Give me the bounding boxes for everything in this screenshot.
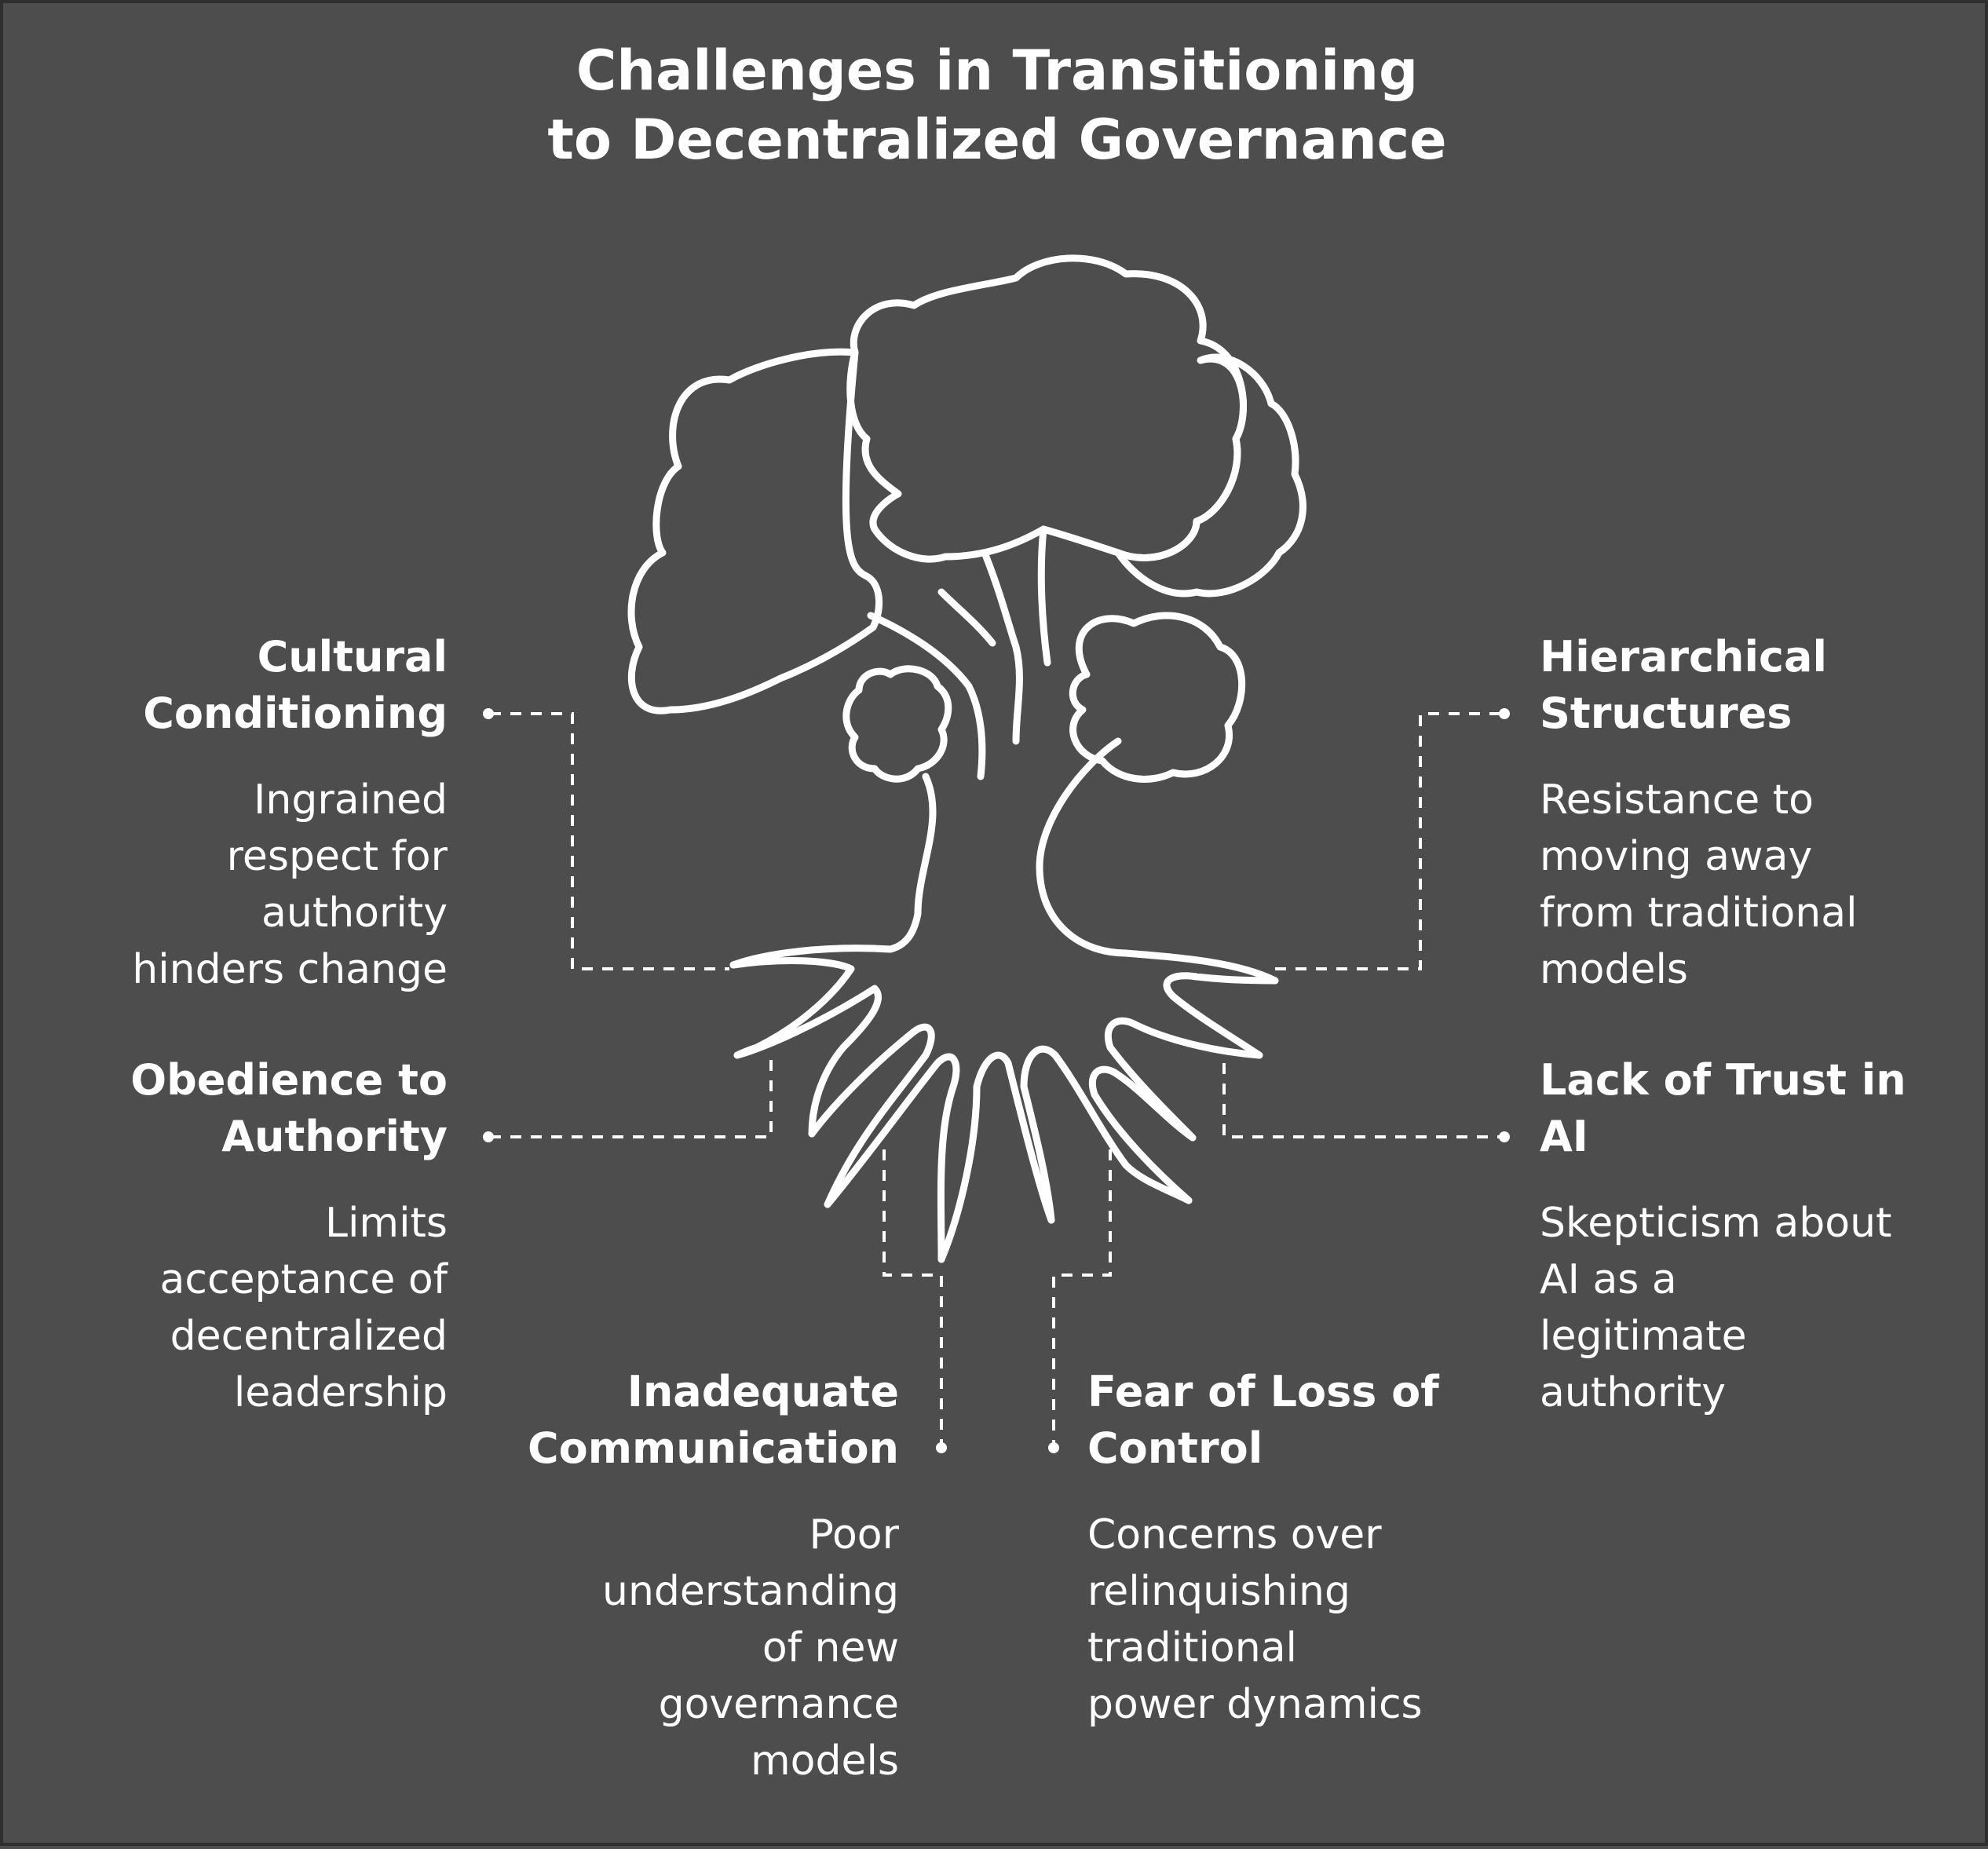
root-left-middle xyxy=(733,985,882,1138)
connector-dot-fear-of-loss-of-control xyxy=(1048,1442,1059,1453)
desc-line: authority xyxy=(1540,1369,1726,1416)
connector-obedience-to-authority xyxy=(490,1059,773,1138)
heading-line: Structures xyxy=(1540,689,1792,738)
tree-trunk-left xyxy=(729,773,937,969)
desc-line: governance xyxy=(658,1681,899,1728)
desc-line: of new xyxy=(762,1624,899,1672)
root-center-left xyxy=(824,1053,960,1263)
desc-line: Limits xyxy=(325,1200,448,1247)
challenge-hierarchical-structures: Hierarchical Structures Resistance to mo… xyxy=(1540,629,1858,998)
challenge-description: Poor understanding of new governance mod… xyxy=(528,1507,899,1789)
desc-line: Skepticism about xyxy=(1540,1200,1892,1247)
heading-line: Fear of Loss of xyxy=(1087,1367,1439,1416)
challenge-heading: Obedience to Authority xyxy=(130,1052,448,1165)
challenge-lack-of-trust-in-ai: Lack of Trust in AI Skepticism about AI … xyxy=(1540,1052,1906,1421)
title-line-2: to Decentralized Governance xyxy=(547,108,1447,172)
challenge-fear-of-loss-of-control: Fear of Loss of Control Concerns over re… xyxy=(1087,1364,1439,1733)
root-left-upper xyxy=(729,957,855,1059)
connector-dot-cultural-conditioning xyxy=(483,708,494,719)
desc-line: authority xyxy=(261,890,448,937)
connector-hierarchical-structures xyxy=(1275,712,1503,970)
heading-line: Cultural xyxy=(257,632,448,681)
tree-canopy-small-left xyxy=(842,665,952,783)
challenge-heading: Inadequate Communication xyxy=(528,1364,899,1477)
tree-canopy-center xyxy=(846,254,1247,563)
connector-cultural-conditioning xyxy=(490,712,729,970)
root-center xyxy=(937,1051,1055,1263)
tree-canopy-small-right xyxy=(1069,612,1246,783)
desc-line: AI as a xyxy=(1540,1256,1677,1303)
desc-line: Concerns over xyxy=(1087,1511,1382,1558)
tree-trunk-right xyxy=(1036,737,1279,985)
root-center-right xyxy=(1020,1045,1193,1224)
desc-line: relinquishing xyxy=(1087,1568,1350,1615)
tree-branch-stub xyxy=(1037,525,1051,667)
heading-line: Conditioning xyxy=(143,689,448,738)
tree-branch-center xyxy=(981,549,1023,745)
root-left-lower xyxy=(808,1023,935,1208)
heading-line: Control xyxy=(1087,1423,1263,1473)
heading-line: Lack of Trust in xyxy=(1540,1055,1906,1105)
connector-dot-inadequate-communication xyxy=(936,1442,947,1453)
desc-line: leadership xyxy=(233,1369,448,1416)
title-line-1: Challenges in Transitioning xyxy=(576,38,1419,103)
root-right-lower xyxy=(1088,1065,1197,1204)
desc-line: Ingrained xyxy=(254,777,448,824)
challenge-heading: Cultural Conditioning xyxy=(132,629,448,742)
connector-dot-obedience-to-authority xyxy=(483,1131,494,1142)
desc-line: respect for xyxy=(226,833,448,880)
desc-line: decentralized xyxy=(170,1313,448,1360)
tree-branch-inner xyxy=(937,588,996,647)
root-right-middle xyxy=(1104,1017,1263,1142)
challenge-description: Skepticism about AI as a legitimate auth… xyxy=(1540,1195,1906,1421)
desc-line: Resistance to xyxy=(1540,777,1814,824)
desc-line: hinders change xyxy=(132,946,448,993)
connector-fear-of-loss-of-control xyxy=(1052,1149,1112,1448)
desc-line: traditional xyxy=(1087,1624,1298,1672)
challenge-heading: Hierarchical Structures xyxy=(1540,629,1858,742)
desc-line: models xyxy=(750,1738,899,1785)
desc-line: power dynamics xyxy=(1087,1681,1423,1728)
root-right-upper xyxy=(1163,972,1279,1059)
desc-line: Poor xyxy=(809,1511,899,1558)
challenge-heading: Lack of Trust in AI xyxy=(1540,1052,1906,1165)
desc-line: moving away xyxy=(1540,833,1813,880)
diagram-title: Challenges in Transitioning to Decentral… xyxy=(3,36,1988,174)
connector-dot-lack-of-trust-in-ai xyxy=(1499,1131,1510,1142)
tree-branch-left xyxy=(867,612,986,780)
heading-line: Inadequate xyxy=(627,1367,899,1416)
desc-line: from traditional xyxy=(1540,890,1858,937)
desc-line: understanding xyxy=(601,1568,899,1615)
challenge-heading: Fear of Loss of Control xyxy=(1087,1364,1439,1477)
desc-line: models xyxy=(1540,946,1689,993)
challenge-cultural-conditioning: Cultural Conditioning Ingrained respect … xyxy=(132,629,448,998)
desc-line: acceptance of xyxy=(159,1256,448,1303)
heading-line: Authority xyxy=(221,1112,448,1161)
connector-inadequate-communication xyxy=(883,1149,943,1448)
tree-canopy-right xyxy=(1114,353,1306,597)
tree-with-roots-icon xyxy=(483,254,1510,1453)
connector-lack-of-trust-in-ai xyxy=(1222,1063,1503,1138)
tree-canopy-left xyxy=(627,348,883,714)
heading-line: Hierarchical xyxy=(1540,632,1827,681)
heading-line: Obedience to xyxy=(130,1055,448,1105)
challenge-description: Concerns over relinquishing traditional … xyxy=(1087,1507,1439,1733)
challenge-description: Limits acceptance of decentralized leade… xyxy=(130,1195,448,1421)
challenge-description: Resistance to moving away from tradition… xyxy=(1540,772,1858,998)
desc-line: legitimate xyxy=(1540,1313,1747,1360)
challenge-inadequate-communication: Inadequate Communication Poor understand… xyxy=(528,1364,899,1789)
heading-line: AI xyxy=(1540,1112,1588,1161)
challenge-description: Ingrained respect for authority hinders … xyxy=(132,772,448,998)
heading-line: Communication xyxy=(528,1423,899,1473)
connector-dot-hierarchical-structures xyxy=(1499,708,1510,719)
challenge-obedience-to-authority: Obedience to Authority Limits acceptance… xyxy=(130,1052,448,1421)
